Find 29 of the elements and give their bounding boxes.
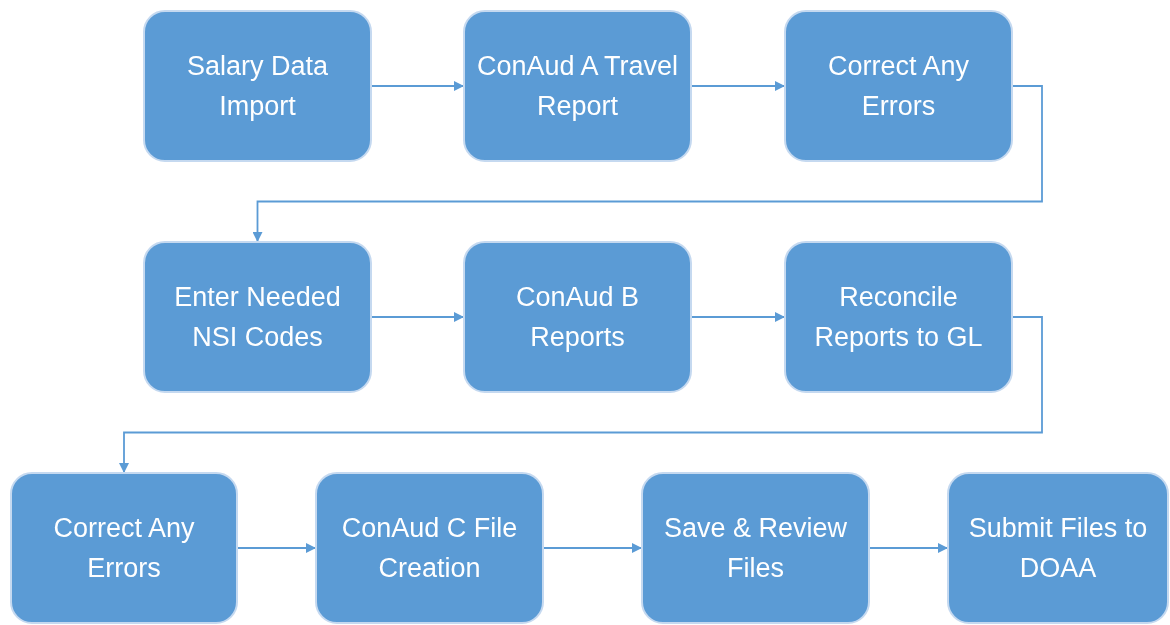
- arrow: [869, 543, 948, 553]
- step-label: Save & Review Files: [662, 512, 849, 585]
- process-box: [143, 10, 372, 162]
- arrow: [237, 543, 316, 553]
- step-label: Submit Files to DOAA: [967, 512, 1149, 585]
- process-box: [947, 472, 1169, 624]
- arrow: [371, 312, 464, 322]
- arrow: [371, 81, 464, 91]
- process-box: [143, 241, 372, 393]
- process-box: [10, 472, 238, 624]
- step-label: Correct Any Errors: [826, 50, 971, 123]
- process-box: [315, 472, 544, 624]
- process-box: [641, 472, 870, 624]
- step-label: Enter Needed NSI Codes: [173, 281, 342, 354]
- step-label: Reconcile Reports to GL: [813, 281, 984, 354]
- arrow: [252, 85, 1043, 242]
- arrow: [543, 543, 642, 553]
- arrow: [119, 316, 1043, 473]
- process-box: [784, 241, 1013, 393]
- step-label: ConAud A Travel Report: [475, 50, 680, 123]
- arrow: [691, 81, 785, 91]
- step-label: Correct Any Errors: [52, 512, 196, 585]
- process-box: [463, 241, 692, 393]
- step-label: ConAud C File Creation: [340, 512, 519, 585]
- step-label: ConAud B Reports: [514, 281, 641, 354]
- process-box: [784, 10, 1013, 162]
- arrow: [691, 312, 785, 322]
- step-label: Salary Data Import: [185, 50, 330, 123]
- process-box: [463, 10, 692, 162]
